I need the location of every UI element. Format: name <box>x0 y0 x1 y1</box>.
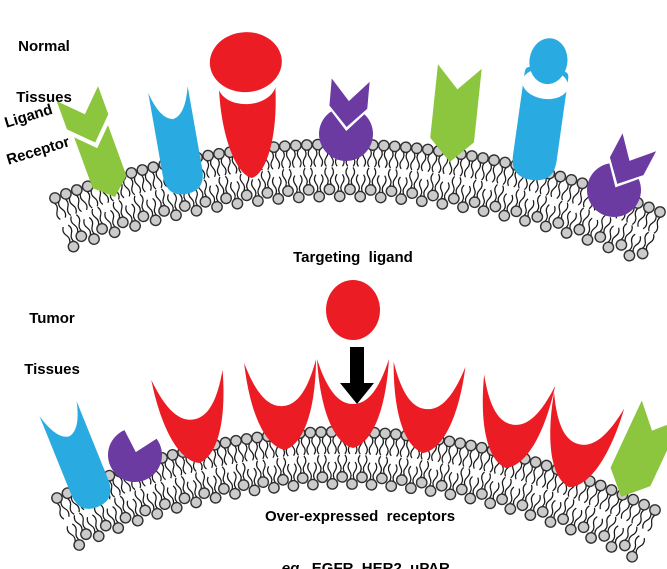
tumor-purple-receptor <box>108 430 163 482</box>
tumor-red-receptor-6 <box>550 392 625 488</box>
normal-blue-ligand-receptor <box>512 38 569 181</box>
examples-prefix: eg. <box>281 560 304 569</box>
examples-list: , EGFR, HER2, uPAR <box>303 560 450 569</box>
targeting-ligand-label: Targeting ligand <box>293 249 413 266</box>
normal-tissues-label: Normal Tissues <box>8 4 80 140</box>
tumor-green-free-ligand <box>610 400 667 497</box>
tumor-tissues-line2: Tissues <box>24 361 80 378</box>
normal-tissues-line2: Tissues <box>16 89 72 106</box>
normal-green-free-ligand <box>430 64 482 162</box>
overexpressed-receptors-label: Over-expressed receptors <box>264 508 456 525</box>
tumor-red-receptor-4 <box>393 361 466 454</box>
normal-blue-receptor-empty <box>148 86 203 195</box>
tumor-red-receptor-2 <box>244 359 317 451</box>
normal-green-ligand-receptor <box>56 86 127 197</box>
tumor-red-receptor-1 <box>151 369 224 464</box>
tumor-blue-receptor <box>39 401 111 509</box>
receptor-examples-label: eg., EGFR, HER2, uPAR <box>250 543 465 569</box>
normal-red-ligand-receptor <box>209 32 282 179</box>
tumor-tissues-label: Tumor Tissues <box>16 276 88 412</box>
normal-tissues-line1: Normal <box>18 38 70 55</box>
targeting-ligand-ball <box>326 280 380 340</box>
normal-purple-ligand-receptor <box>319 78 373 161</box>
tumor-red-receptor-3 <box>317 359 389 448</box>
tumor-tissues-line1: Tumor <box>29 310 75 327</box>
normal-purple-ligand-receptor-right <box>587 133 657 217</box>
tumor-red-receptor-5 <box>482 374 556 469</box>
binding-arrow <box>340 347 374 404</box>
